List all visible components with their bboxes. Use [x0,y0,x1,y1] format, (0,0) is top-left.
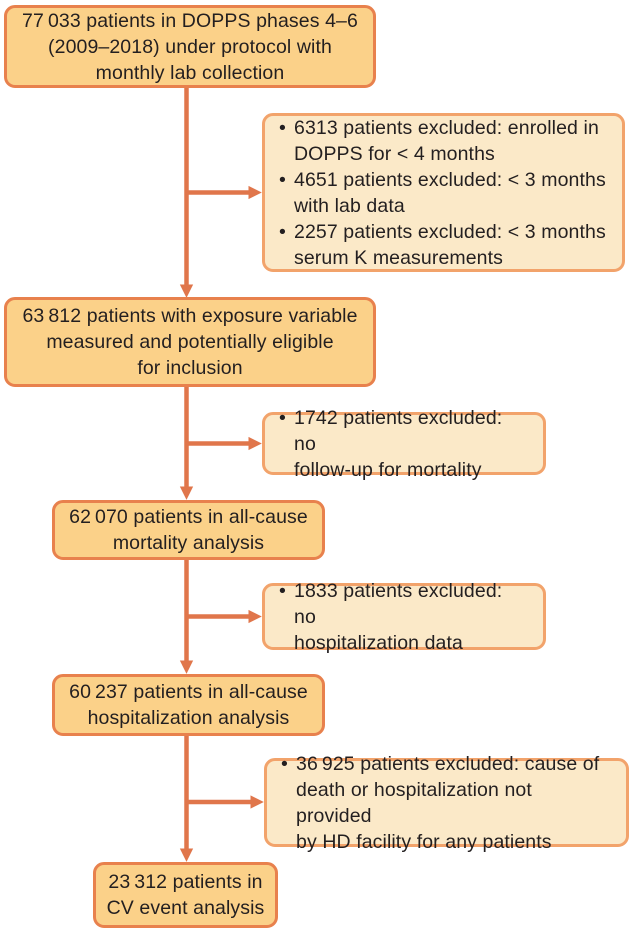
exclusion-item: • 1742 patients excluded: no follow-up f… [279,405,529,483]
bullet-icon: • [279,116,286,139]
bullet-icon: • [279,579,286,602]
exclusion-item-text: 4651 patients excluded: < 3 months with … [294,168,606,217]
main-box-exposure-measured: 63 812 patients with exposure variable m… [4,297,376,387]
bullet-icon: • [281,752,288,775]
exclusion-item: • 36 925 patients excluded: cause of dea… [281,751,612,855]
main-box-dopps-population: 77 033 patients in DOPPS phases 4–6 (200… [4,5,376,88]
exclusion-box-enrollment: • 6313 patients excluded: enrolled in DO… [262,113,625,272]
exclusion-item: • 1833 patients excluded: no hospitaliza… [279,578,529,656]
main-box-cv-event: 23 312 patients in CV event analysis [93,862,278,928]
exclusion-item: • 4651 patients excluded: < 3 months wit… [279,167,608,219]
exclusion-item-text: 1742 patients excluded: no follow-up for… [294,406,503,481]
exclusion-item: • 6313 patients excluded: enrolled in DO… [279,115,608,167]
bullet-icon: • [279,168,286,191]
exclusion-box-hospitalization-data: • 1833 patients excluded: no hospitaliza… [262,580,546,654]
exclusion-item-text: 36 925 patients excluded: cause of death… [296,752,600,853]
main-box-all-cause-hospitalization: 60 237 patients in all-cause hospitaliza… [52,674,325,736]
exclusion-box-cause-not-provided: • 36 925 patients excluded: cause of dea… [264,753,629,853]
bullet-icon: • [279,220,286,243]
exclusion-box-mortality-followup: • 1742 patients excluded: no follow-up f… [262,407,546,481]
exclusion-item-text: 1833 patients excluded: no hospitalizati… [294,579,503,654]
exclusion-item: • 2257 patients excluded: < 3 months ser… [279,219,608,271]
main-box-all-cause-mortality: 62 070 patients in all-cause mortality a… [52,500,325,560]
exclusion-item-text: 6313 patients excluded: enrolled in DOPP… [294,116,599,165]
exclusion-item-text: 2257 patients excluded: < 3 months serum… [294,220,606,269]
bullet-icon: • [279,406,286,429]
